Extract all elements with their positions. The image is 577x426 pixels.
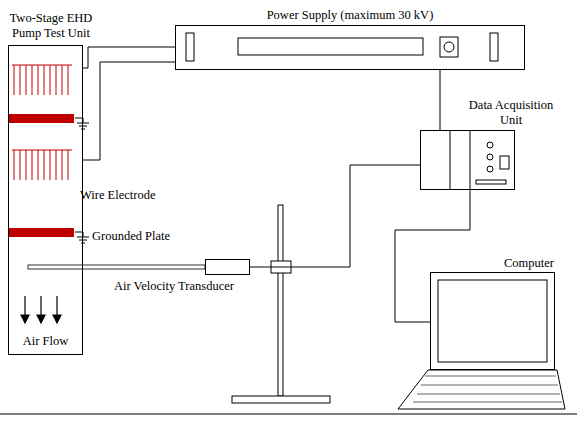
device-label: Air Velocity Transducer — [114, 279, 234, 293]
ground-symbol — [75, 118, 89, 129]
floor-line — [0, 414, 577, 415]
flow-arrow — [21, 315, 29, 323]
test-column: Two-Stage EHD Pump Test UnitAir Flow — [8, 45, 83, 355]
ground-symbol — [75, 118, 89, 243]
unit-heading: Two-Stage EHD Pump Test Unit — [1, 11, 101, 40]
daq-modules — [487, 154, 493, 160]
flow-arrow — [24, 296, 25, 316]
device-label: Computer — [504, 256, 554, 270]
wire-electrode — [12, 150, 72, 180]
flow-arrow — [37, 315, 45, 323]
floor-line — [0, 414, 577, 415]
laptop-screen: Computer — [430, 272, 555, 370]
power-supply-panel — [440, 37, 458, 57]
power-supply-panel — [238, 38, 423, 55]
ground-symbol — [75, 232, 89, 243]
power-supply-panel — [186, 33, 498, 61]
laptop — [398, 370, 565, 409]
stand — [232, 205, 330, 403]
daq-modules — [487, 142, 493, 148]
connection-wire — [83, 62, 175, 160]
daq-modules — [450, 131, 509, 189]
grounded-plate — [9, 228, 74, 237]
flow-arrow — [56, 296, 57, 316]
grounded-plate — [9, 114, 74, 123]
stand — [232, 396, 330, 403]
wire-electrode — [12, 65, 72, 95]
daq-modules — [450, 131, 470, 189]
power-supply-panel — [186, 33, 194, 61]
laptop — [438, 280, 547, 362]
stand — [278, 205, 283, 396]
connection-wire — [395, 190, 470, 322]
velocity-probe — [28, 265, 205, 269]
grounded-plate — [9, 114, 74, 237]
daq-unit: Data Acquisition Unit — [420, 130, 515, 190]
part-label: Wire Electrode — [80, 188, 156, 202]
velocity-probe — [28, 265, 205, 269]
connection-wire — [440, 70, 441, 130]
power-supply-panel — [444, 42, 454, 52]
device-label: Power Supply (maximum 30 kV) — [176, 8, 524, 22]
device-label: Data Acquisition Unit — [463, 98, 559, 127]
flow-arrow — [53, 315, 61, 323]
daq-modules — [500, 156, 509, 169]
part-label: Grounded Plate — [92, 229, 170, 243]
connection-wire — [83, 47, 175, 68]
laptop — [398, 280, 565, 409]
daq-modules — [476, 180, 506, 184]
flow-arrow — [21, 296, 61, 323]
laptop — [413, 376, 562, 402]
flow-arrow — [40, 296, 41, 316]
power-supply: Power Supply (maximum 30 kV) — [175, 25, 525, 70]
flow-label: Air Flow — [9, 334, 82, 348]
power-supply-panel — [490, 33, 498, 61]
velocity-transducer: Air Velocity Transducer — [205, 259, 250, 275]
daq-modules — [487, 166, 493, 172]
